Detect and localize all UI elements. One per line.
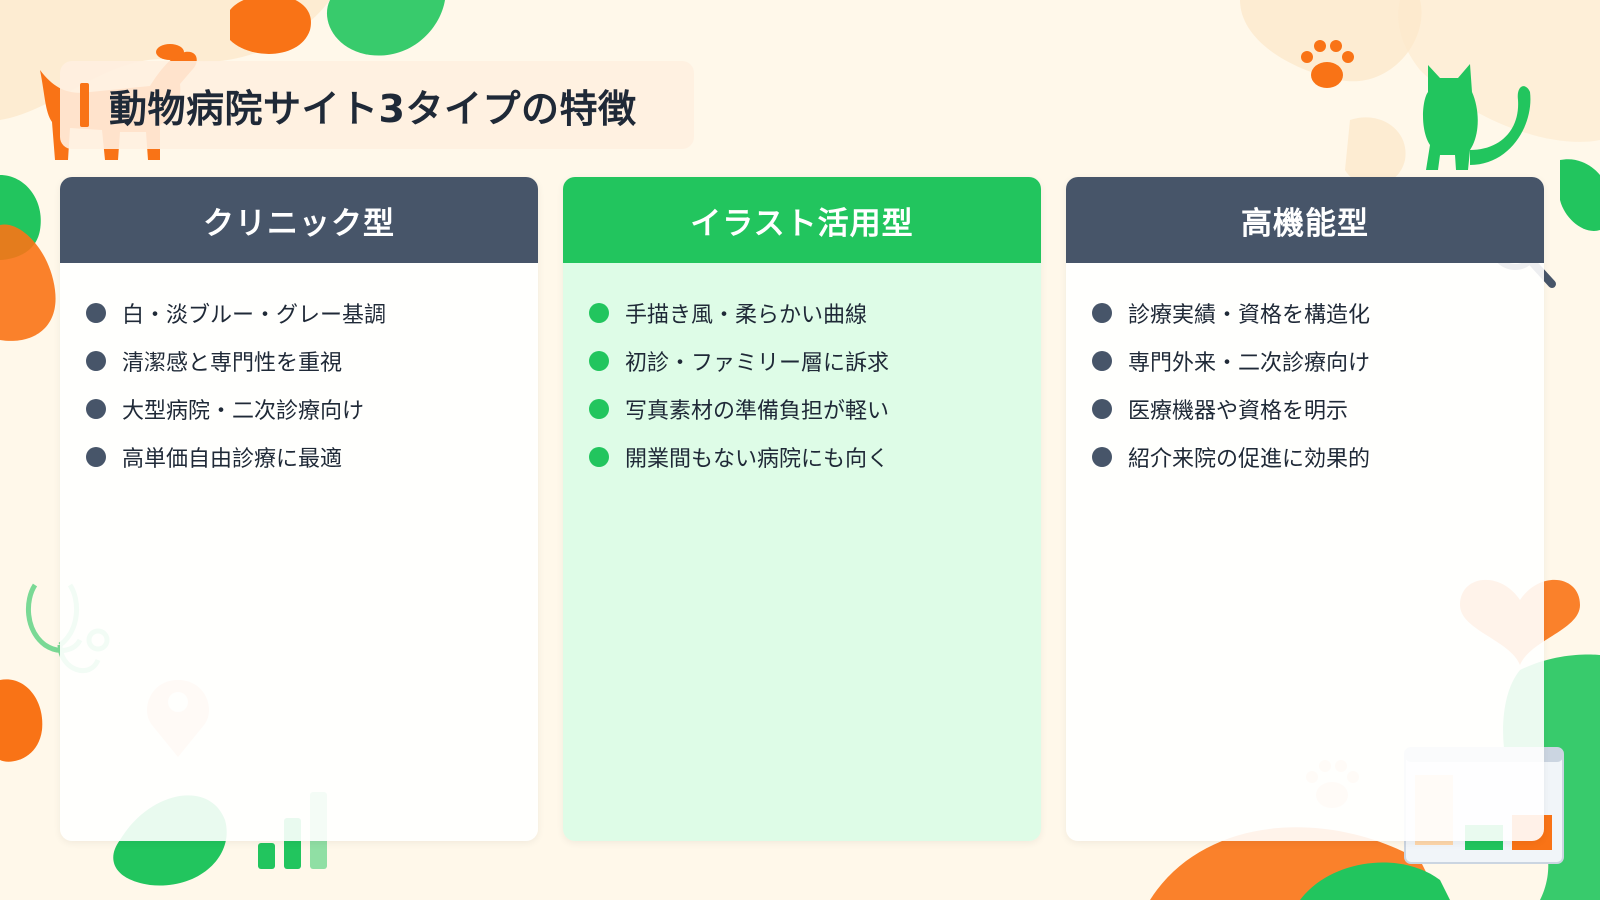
paw-print-icon [1301, 40, 1354, 88]
list-item: 医療機器や資格を明示 [1092, 385, 1544, 433]
bullet-icon [589, 399, 609, 419]
card-list-illustration: 手描き風・柔らかい曲線 初診・ファミリー層に訴求 写真素材の準備負担が軽い 開業… [563, 263, 1041, 481]
bullet-icon [1092, 447, 1112, 467]
bullet-icon [589, 351, 609, 371]
list-item-text: 初診・ファミリー層に訴求 [625, 351, 890, 376]
list-item-text: 手描き風・柔らかい曲線 [625, 303, 868, 328]
list-item: 白・淡ブルー・グレー基調 [86, 289, 538, 337]
list-item: 紹介来院の促進に効果的 [1092, 433, 1544, 481]
bullet-icon [589, 447, 609, 467]
bullet-icon [86, 303, 106, 323]
card-header-high-function: 高機能型 [1066, 177, 1544, 263]
list-item-text: 紹介来院の促進に効果的 [1128, 447, 1371, 472]
list-item: 手描き風・柔らかい曲線 [589, 289, 1041, 337]
title-accent-bar [80, 83, 89, 127]
list-item-text: 診療実績・資格を構造化 [1128, 303, 1371, 328]
card-high-function: 高機能型 診療実績・資格を構造化 専門外来・二次診療向け 医療機器や資格を明示 … [1066, 177, 1544, 841]
list-item-text: 医療機器や資格を明示 [1128, 399, 1349, 424]
list-item: 大型病院・二次診療向け [86, 385, 538, 433]
bullet-icon [589, 303, 609, 323]
list-item: 開業間もない病院にも向く [589, 433, 1041, 481]
card-header-clinic: クリニック型 [60, 177, 538, 263]
card-list-clinic: 白・淡ブルー・グレー基調 清潔感と専門性を重視 大型病院・二次診療向け 高単価自… [60, 263, 538, 481]
list-item: 清潔感と専門性を重視 [86, 337, 538, 385]
page-title-box: 動物病院サイト3タイプの特徴 [60, 61, 694, 149]
card-header-illustration: イラスト活用型 [563, 177, 1041, 263]
card-list-high-function: 診療実績・資格を構造化 専門外来・二次診療向け 医療機器や資格を明示 紹介来院の… [1066, 263, 1544, 481]
bullet-icon [1092, 303, 1112, 323]
bullet-icon [86, 399, 106, 419]
page-title: 動物病院サイト3タイプの特徴 [109, 86, 637, 131]
list-item-text: 大型病院・二次診療向け [122, 399, 365, 424]
list-item-text: 白・淡ブルー・グレー基調 [122, 303, 387, 328]
bullet-icon [86, 351, 106, 371]
list-item-text: 開業間もない病院にも向く [625, 447, 890, 472]
list-item-text: 専門外来・二次診療向け [1128, 351, 1371, 376]
list-item: 高単価自由診療に最適 [86, 433, 538, 481]
list-item: 写真素材の準備負担が軽い [589, 385, 1041, 433]
bullet-icon [1092, 399, 1112, 419]
card-illustration: イラスト活用型 手描き風・柔らかい曲線 初診・ファミリー層に訴求 写真素材の準備… [563, 177, 1041, 841]
list-item: 初診・ファミリー層に訴求 [589, 337, 1041, 385]
list-item: 専門外来・二次診療向け [1092, 337, 1544, 385]
cat-illustration [1423, 64, 1531, 170]
list-item-text: 清潔感と専門性を重視 [122, 351, 343, 376]
bullet-icon [86, 447, 106, 467]
list-item-text: 写真素材の準備負担が軽い [625, 399, 890, 424]
bullet-icon [1092, 351, 1112, 371]
list-item: 診療実績・資格を構造化 [1092, 289, 1544, 337]
card-clinic: クリニック型 白・淡ブルー・グレー基調 清潔感と専門性を重視 大型病院・二次診療… [60, 177, 538, 841]
list-item-text: 高単価自由診療に最適 [122, 447, 343, 472]
